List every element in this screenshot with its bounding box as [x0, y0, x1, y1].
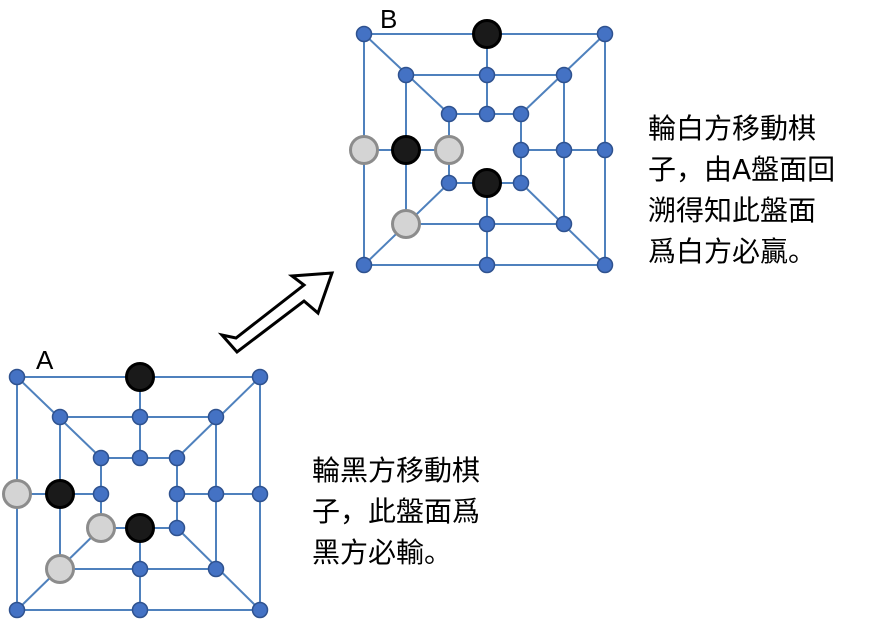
board-point: [51, 408, 69, 426]
board-point: [478, 105, 496, 123]
white-piece: [86, 513, 116, 543]
board-point: [596, 25, 614, 43]
black-piece: [472, 168, 502, 198]
board-b-label: B: [380, 4, 398, 34]
board-point: [168, 449, 186, 467]
board-point: [355, 256, 373, 274]
board-b-caption: 輪白方移動棋 子，由A盤面回 溯得知此盤面 爲白方必贏。: [648, 108, 835, 272]
board-point: [478, 66, 496, 84]
white-piece: [391, 209, 421, 239]
black-piece: [472, 19, 502, 49]
caption-line: 黑方必輸。: [312, 536, 453, 569]
white-piece: [349, 135, 379, 165]
board-point: [397, 66, 415, 84]
board-point: [131, 408, 149, 426]
board-point: [555, 66, 573, 84]
caption-line: 輪黑方移動棋: [312, 454, 481, 487]
black-piece: [125, 513, 155, 543]
board-a: [2, 362, 269, 619]
board-point: [92, 485, 110, 503]
board-point: [207, 408, 225, 426]
board-point: [596, 141, 614, 159]
board-b: [349, 19, 614, 274]
arrow-icon: [217, 271, 335, 355]
board-point: [251, 485, 269, 503]
board-point: [168, 519, 186, 537]
board-point: [207, 560, 225, 578]
board-point: [8, 601, 26, 619]
board-point: [478, 215, 496, 233]
caption-line: 溯得知此盤面: [648, 194, 817, 227]
board-point: [131, 560, 149, 578]
board-point: [355, 25, 373, 43]
board-point: [251, 368, 269, 386]
white-piece: [2, 479, 32, 509]
white-piece: [434, 135, 464, 165]
board-point: [440, 105, 458, 123]
caption-line: 爲白方必贏。: [648, 235, 817, 268]
caption-line: 子，由A盤面回: [648, 153, 836, 186]
caption-line: 輪白方移動棋: [648, 112, 817, 145]
board-a-caption: 輪黑方移動棋 子，此盤面爲 黑方必輸。: [312, 450, 480, 573]
white-piece: [45, 554, 75, 584]
board-point: [92, 449, 110, 467]
board-point: [512, 105, 530, 123]
black-piece: [125, 362, 155, 392]
board-point: [131, 449, 149, 467]
board-point: [440, 174, 458, 192]
board-point: [8, 368, 26, 386]
caption-line: 子，此盤面爲: [312, 495, 481, 528]
board-point: [207, 485, 225, 503]
black-piece: [391, 135, 421, 165]
board-point: [168, 485, 186, 503]
board-point: [596, 256, 614, 274]
black-piece: [45, 479, 75, 509]
board-point: [131, 601, 149, 619]
board-point: [251, 601, 269, 619]
board-point: [512, 174, 530, 192]
board-a-label: A: [36, 345, 54, 375]
board-point: [478, 256, 496, 274]
board-point: [555, 215, 573, 233]
board-point: [512, 141, 530, 159]
board-point: [555, 141, 573, 159]
